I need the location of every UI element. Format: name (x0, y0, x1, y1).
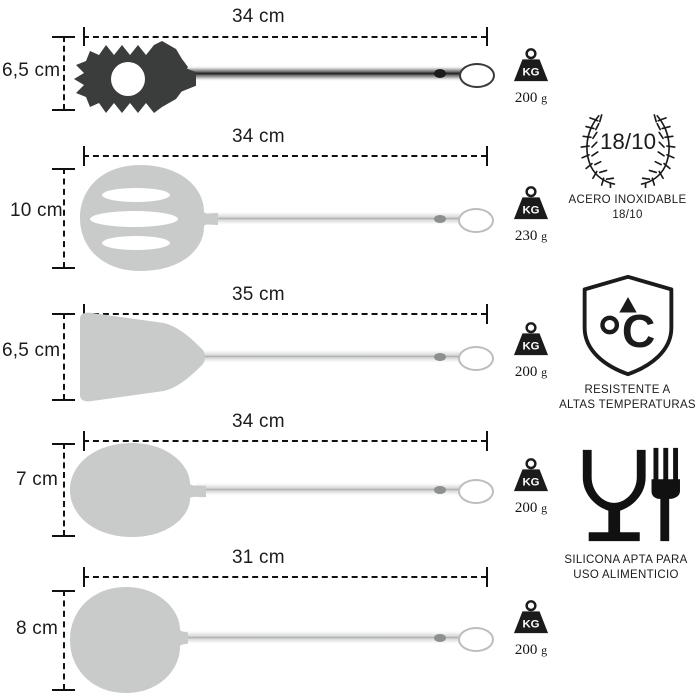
height-cap-top-pasta-server (52, 36, 75, 38)
head-spatula-turner (80, 312, 205, 402)
height-cap-top-serving-spoon (52, 443, 75, 445)
height-cap-top-skimmer-spoon (52, 168, 75, 170)
length-label-pasta-server: 34 cm (232, 6, 285, 27)
height-rule-pasta-server (63, 36, 65, 110)
length-label-serving-spoon: 34 cm (232, 411, 285, 432)
length-cap-left-skimmer-spoon (83, 146, 85, 166)
weight-value-skimmer-spoon: 230 g (514, 228, 548, 244)
glass-fork-food-safe-icon (582, 447, 680, 542)
height-label-ladle: 8 cm (16, 618, 58, 639)
length-label-spatula-turner: 35 cm (232, 284, 285, 305)
product-row-serving-spoon: 34 cm 7 cm (0, 407, 560, 543)
weight-kg-icon: KG (513, 48, 549, 82)
stainless-steel-grade-text: 18/10 (599, 129, 655, 154)
handle-notch-ladle (434, 634, 446, 642)
length-label-skimmer-spoon: 34 cm (232, 126, 285, 147)
handle-ladle (168, 631, 464, 644)
height-rule-spatula-turner (63, 313, 65, 400)
feature-caption-heat-line2: ALTAS TEMPERATURAS (559, 398, 696, 411)
height-label-skimmer-spoon: 10 cm (10, 200, 63, 221)
product-row-spatula-turner: 35 cm 6,5 cm (0, 272, 560, 407)
weight-kg-icon: KG (513, 186, 549, 220)
svg-text:KG: KG (522, 618, 539, 630)
handle-notch-serving-spoon (434, 486, 446, 494)
length-cap-right-pasta-server (486, 27, 488, 46)
weight-badge-serving-spoon: KG 200 g (500, 458, 562, 517)
height-cap-top-ladle (52, 590, 75, 592)
handle-serving-spoon (196, 483, 464, 496)
laurel-wreath-icon: 18/10 (579, 114, 676, 189)
head-skimmer-spoon (80, 165, 218, 271)
height-cap-bottom-skimmer-spoon (52, 267, 75, 269)
height-cap-top-spatula-turner (52, 313, 75, 315)
feature-caption-heat-line1: RESISTENTE A (584, 384, 671, 396)
svg-text:KG: KG (522, 476, 539, 488)
length-rule-pasta-server (83, 36, 487, 38)
height-cap-bottom-pasta-server (52, 109, 75, 111)
weight-value-ladle: 200 g (514, 642, 548, 658)
shield-temperature-icon: C (582, 274, 673, 377)
product-row-pasta-server: 34 cm 6,5 cm (0, 0, 560, 122)
height-label-serving-spoon: 7 cm (16, 469, 58, 490)
length-cap-right-serving-spoon (486, 431, 488, 451)
length-rule-serving-spoon (83, 440, 487, 442)
product-row-skimmer-spoon: 34 cm 10 cm (0, 122, 560, 272)
head-serving-spoon (70, 443, 206, 537)
length-cap-left-ladle (83, 567, 85, 587)
weight-value-serving-spoon: 200 g (514, 500, 548, 516)
svg-text:KG: KG (522, 340, 539, 352)
handle-loop-ladle (458, 627, 494, 652)
length-cap-right-skimmer-spoon (486, 146, 488, 166)
handle-spatula-turner (200, 350, 464, 363)
product-row-ladle: 31 cm 8 cm (0, 543, 560, 700)
length-rule-spatula-turner (83, 313, 487, 315)
feature-stainless-steel: 18/10 ACERO INOXIDABLE 18/10 (555, 112, 700, 222)
handle-notch-pasta-server (434, 69, 446, 78)
height-rule-skimmer-spoon (63, 168, 65, 268)
length-cap-right-ladle (486, 567, 488, 587)
feature-caption-food-line1: SILICONA APTA PARA (564, 554, 688, 566)
head-pasta-server (74, 41, 196, 113)
weight-kg-icon: KG (513, 600, 549, 634)
svg-text:KG: KG (522, 204, 539, 216)
handle-loop-pasta-server (459, 63, 495, 88)
height-label-pasta-server: 6,5 cm (2, 60, 61, 81)
length-rule-skimmer-spoon (83, 155, 487, 157)
length-label-ladle: 31 cm (232, 547, 285, 568)
height-rule-ladle (63, 590, 65, 690)
weight-badge-pasta-server: KG 200 g (500, 48, 562, 107)
handle-notch-skimmer-spoon (434, 215, 446, 223)
weight-value-spatula-turner: 200 g (514, 364, 548, 380)
svg-text:C: C (621, 305, 654, 357)
weight-value-pasta-server: 200 g (514, 90, 548, 106)
weight-kg-icon: KG (513, 458, 549, 492)
handle-skimmer-spoon (190, 212, 464, 225)
handle-notch-spatula-turner (434, 353, 446, 361)
feature-food-safe-silicone: SILICONA APTA PARA USO ALIMENTICIO (552, 442, 700, 582)
length-cap-left-pasta-server (83, 27, 85, 46)
handle-pasta-server (168, 66, 463, 81)
weight-badge-ladle: KG 200 g (500, 600, 562, 659)
height-cap-bottom-serving-spoon (52, 535, 75, 537)
feature-heat-resistant: C RESISTENTE A ALTAS TEMPERATURAS (555, 272, 700, 412)
handle-loop-serving-spoon (458, 479, 494, 504)
feature-caption-stainless-line1: ACERO INOXIDABLE (568, 194, 687, 206)
handle-loop-skimmer-spoon (458, 208, 494, 233)
feature-caption-stainless-line2: 18/10 (612, 208, 643, 221)
weight-badge-spatula-turner: KG 200 g (500, 322, 562, 381)
weight-kg-icon: KG (513, 322, 549, 356)
length-cap-left-serving-spoon (83, 431, 85, 451)
svg-text:KG: KG (522, 66, 539, 78)
head-ladle (70, 587, 188, 693)
height-cap-bottom-spatula-turner (52, 399, 75, 401)
height-rule-serving-spoon (63, 443, 65, 536)
weight-badge-skimmer-spoon: KG 230 g (500, 186, 562, 245)
length-rule-ladle (83, 576, 487, 578)
handle-loop-spatula-turner (458, 346, 494, 371)
height-cap-bottom-ladle (52, 689, 75, 691)
height-label-spatula-turner: 6,5 cm (2, 340, 61, 361)
length-cap-right-spatula-turner (486, 304, 488, 324)
feature-caption-food-line2: USO ALIMENTICIO (573, 568, 679, 581)
